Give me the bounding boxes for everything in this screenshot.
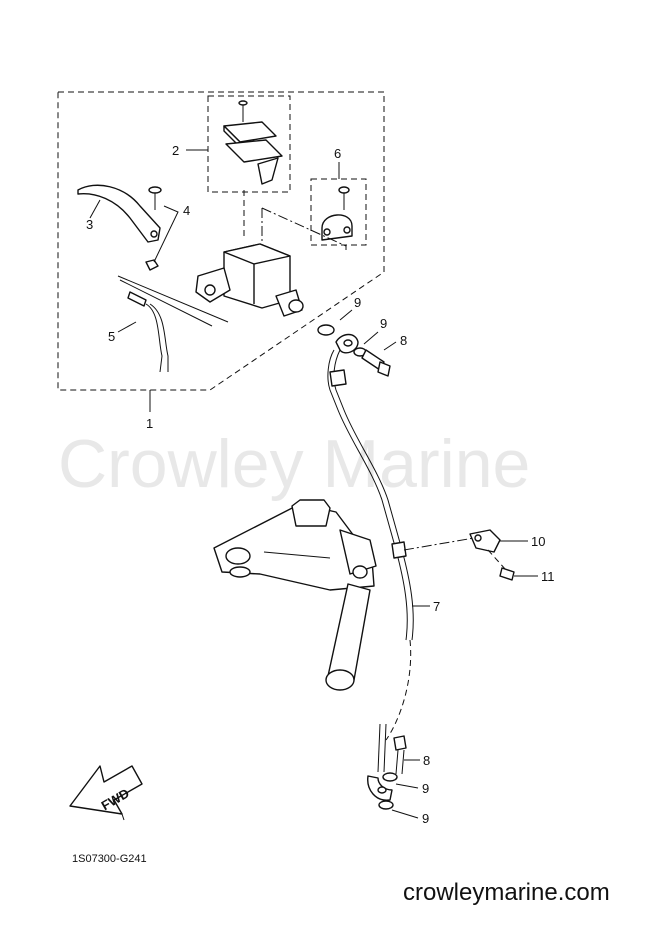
handlebar-bracket xyxy=(213,499,377,591)
callout-9-c: 9 xyxy=(422,781,429,796)
pivot-bolt xyxy=(148,186,162,210)
pivot-nut xyxy=(145,259,159,271)
callout-2: 2 xyxy=(172,143,179,158)
diagram-code: 1S07300-G241 xyxy=(72,853,147,865)
leader-5 xyxy=(117,321,137,333)
washer-bottom-2 xyxy=(378,800,394,810)
brake-lever xyxy=(77,184,161,243)
callout-9-d: 9 xyxy=(422,811,429,826)
hose-clamp xyxy=(469,529,501,553)
watermark-text: Crowley Marine xyxy=(58,426,530,502)
callout-5: 5 xyxy=(108,329,115,344)
clamp-bolt-axis xyxy=(487,549,507,571)
master-cylinder-holder xyxy=(321,214,353,241)
callout-11: 11 xyxy=(541,569,555,584)
callout-8-bottom: 8 xyxy=(423,753,430,768)
callout-7: 7 xyxy=(433,599,440,614)
leader-9d xyxy=(391,809,419,819)
callout-4: 4 xyxy=(183,203,190,218)
clamp-axis xyxy=(403,537,475,551)
holder-axis xyxy=(261,207,347,250)
callout-6: 6 xyxy=(334,146,341,161)
callout-3: 3 xyxy=(86,217,93,232)
callout-1: 1 xyxy=(146,416,153,431)
callout-8-top: 8 xyxy=(400,333,407,348)
leader-9a xyxy=(339,309,353,321)
leader-9c xyxy=(395,783,419,789)
callout-9-a: 9 xyxy=(354,295,361,310)
assembly-outline xyxy=(57,91,385,391)
brake-switch xyxy=(117,275,229,373)
handlebar-grip xyxy=(325,583,371,691)
callout-10: 10 xyxy=(531,534,545,549)
brake-hose xyxy=(327,349,414,773)
hose-banjo-top xyxy=(335,333,359,354)
footer-site: crowleymarine.com xyxy=(403,879,610,906)
leader-3 xyxy=(89,199,101,219)
master-cylinder xyxy=(195,243,304,317)
hose-banjo-bottom xyxy=(367,775,393,801)
callout-9-b: 9 xyxy=(380,316,387,331)
fwd-arrow-icon xyxy=(69,765,143,821)
cap-screw xyxy=(238,100,248,122)
reservoir-cap xyxy=(223,121,283,185)
leader-9b xyxy=(363,331,379,345)
washer-bottom-1 xyxy=(382,772,398,782)
clamp-bolt xyxy=(499,567,515,581)
union-bolt-top xyxy=(361,349,391,377)
cap-box xyxy=(207,95,291,193)
leader-8a xyxy=(383,341,397,351)
washer-top-1 xyxy=(317,324,335,336)
leader-4 xyxy=(153,205,179,263)
union-bolt-bottom xyxy=(393,735,407,775)
holder-bolt xyxy=(338,186,350,210)
